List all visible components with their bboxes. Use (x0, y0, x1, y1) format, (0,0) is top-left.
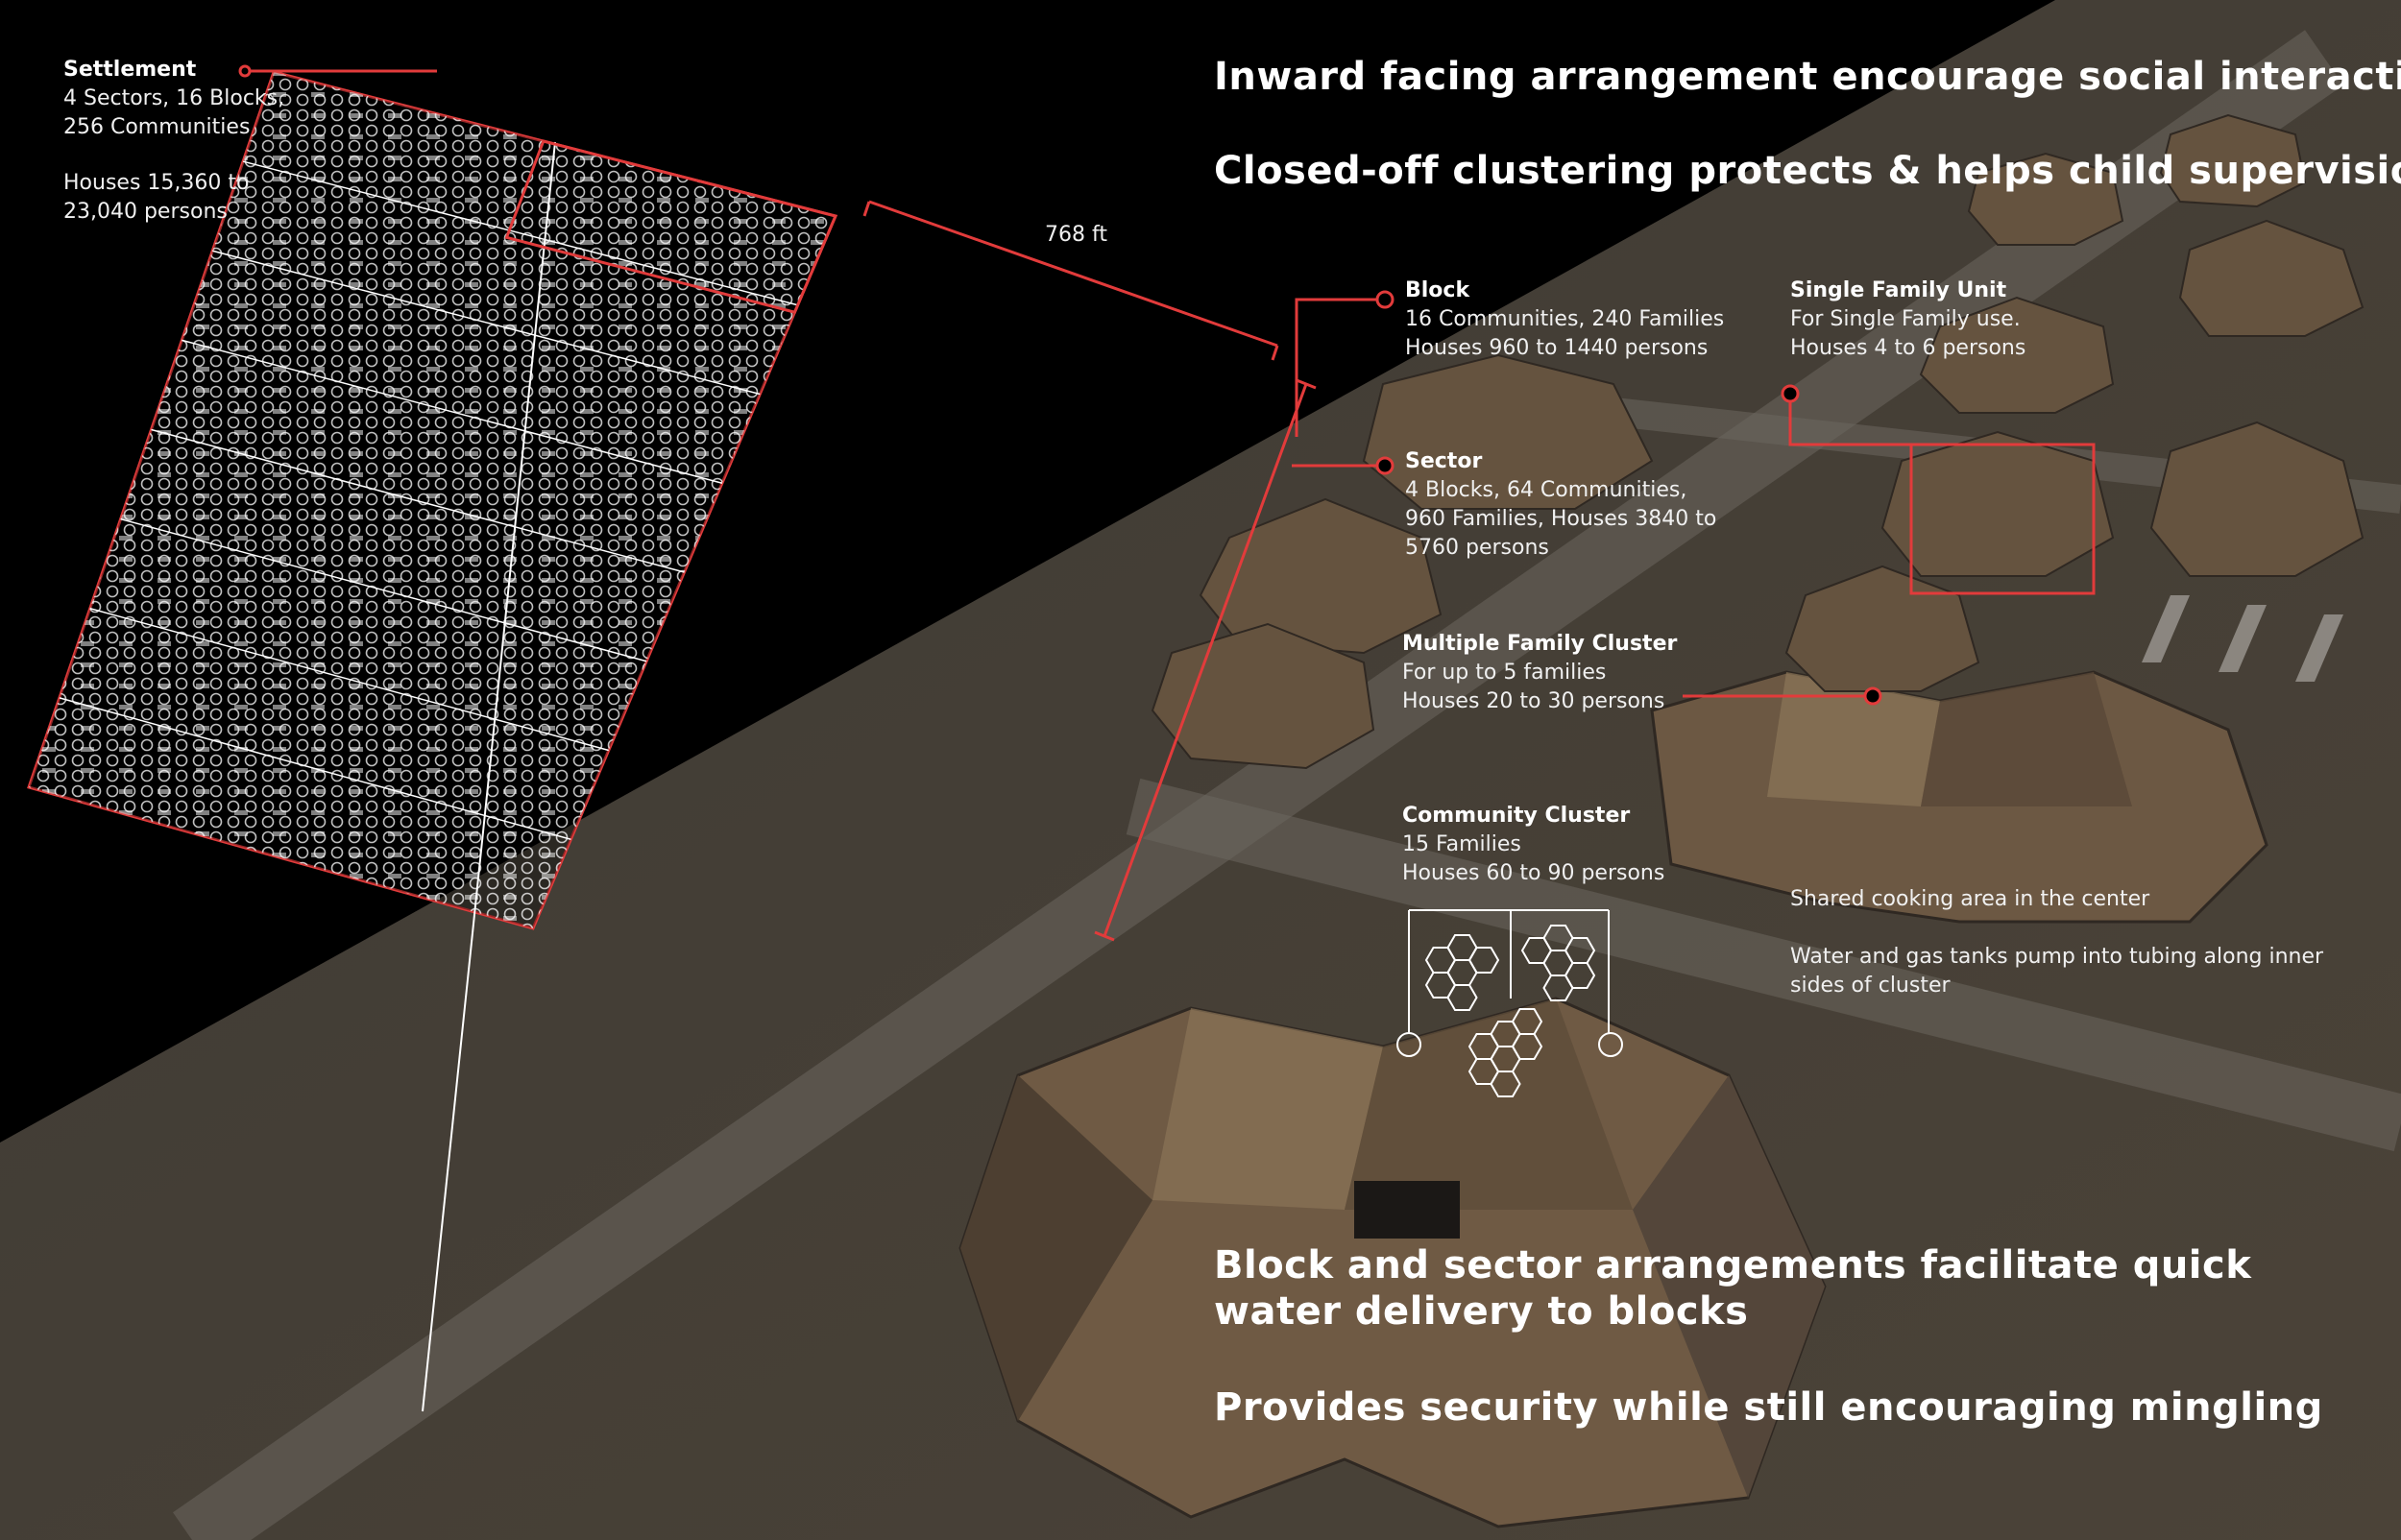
single-family-leader-line (1788, 394, 1911, 446)
community-line-2: Houses 60 to 90 persons (1402, 861, 1665, 885)
hexagon-unit (1511, 1008, 1543, 1035)
tent-row-upper (1151, 113, 2365, 770)
block-highlight (504, 139, 838, 314)
note-water-1: Water and gas tanks pump into tubing alo… (1790, 945, 2324, 969)
settlement-line-2: 256 Communities (63, 115, 251, 139)
headline-water-delivery-2: water delivery to blocks (1214, 1289, 1749, 1334)
multi-family-label: Multiple Family Cluster For up to 5 fami… (1402, 630, 1677, 716)
hexagon-unit (1446, 984, 1478, 1011)
headline-child-supervision: Closed-off clustering protects & helps c… (1214, 149, 2401, 193)
community-cluster-diagram (1396, 909, 1623, 1097)
multi-family-title: Multiple Family Cluster (1402, 632, 1678, 656)
single-family-line-1: For Single Family use. (1790, 307, 2021, 331)
dimension-label: 768 ft (1045, 223, 1107, 247)
single-family-label: Single Family Unit For Single Family use… (1790, 277, 2025, 363)
block-line-1: 16 Communities, 240 Families (1405, 307, 1725, 331)
block-row-divider (151, 428, 685, 573)
community-label: Community Cluster 15 Families Houses 60 … (1402, 802, 1664, 888)
sector-divider (422, 141, 556, 1412)
callout-lines (238, 64, 2096, 942)
sector-line-1: 4 Blocks, 64 Communities, (1405, 478, 1687, 502)
hexagon-unit (1467, 947, 1500, 974)
sector-title: Sector (1405, 449, 1483, 473)
block-row-divider (59, 697, 571, 840)
dash-texture (29, 72, 836, 928)
settlement-plan (27, 70, 838, 1412)
single-family-title: Single Family Unit (1790, 278, 2007, 302)
hex-group-bottom (1467, 1008, 1543, 1097)
sector-line-2: 960 Families, Houses 3840 to (1405, 507, 1717, 531)
settlement-line-3: Houses 15,360 to (63, 171, 250, 195)
tent-cluster-group (958, 113, 2365, 1528)
sector-line-3: 5760 persons (1405, 536, 1549, 560)
block-line-2: Houses 960 to 1440 persons (1405, 336, 1709, 360)
hexagon-unit (1564, 962, 1596, 989)
multi-family-line-2: Houses 20 to 30 persons (1402, 689, 1665, 713)
block-row-divider (212, 250, 761, 396)
block-label: Block 16 Communities, 240 Families House… (1405, 277, 1724, 363)
block-row-divider (242, 160, 798, 306)
settlement-grid (59, 139, 838, 840)
block-row-divider (182, 339, 723, 484)
solar-panel-row (2142, 595, 2343, 682)
hexagon-unit (1490, 1071, 1521, 1097)
sector-label: Sector 4 Blocks, 64 Communities, 960 Fam… (1405, 447, 1716, 563)
single-family-highlight (1909, 443, 2096, 595)
hex-group-left (1424, 934, 1500, 1011)
block-row-divider (89, 608, 609, 752)
community-title: Community Cluster (1402, 804, 1631, 828)
block-dimension-line (868, 200, 1278, 348)
settlement-label: Settlement 4 Sectors, 16 Blocks, 256 Com… (63, 56, 284, 227)
tent-cluster-foreground (958, 997, 1827, 1528)
note-water-2: sides of cluster (1790, 974, 1951, 998)
settlement-line-1: 4 Sectors, 16 Blocks, (63, 86, 285, 110)
settlement-line-4: 23,040 persons (63, 200, 228, 224)
headline-water-delivery-1: Block and sector arrangements facilitate… (1214, 1243, 2252, 1287)
block-row-divider (120, 517, 647, 662)
note-cooking: Shared cooking area in the center (1790, 887, 2150, 911)
headline-social-interaction: Inward facing arrangement encourage soci… (1214, 55, 2401, 99)
hex-group-right (1520, 925, 1596, 1001)
multi-family-line-1: For up to 5 families (1402, 661, 1607, 685)
single-family-line-2: Houses 4 to 6 persons (1790, 336, 2026, 360)
settlement-title: Settlement (63, 58, 197, 82)
community-line-1: 15 Families (1402, 832, 1521, 856)
headline-security: Provides security while still encouragin… (1214, 1385, 2323, 1430)
tent-cluster-middle (1650, 670, 2268, 924)
sector-dimension-line (1103, 383, 1308, 937)
block-title: Block (1405, 278, 1470, 302)
block-leader-line (1295, 298, 1385, 437)
